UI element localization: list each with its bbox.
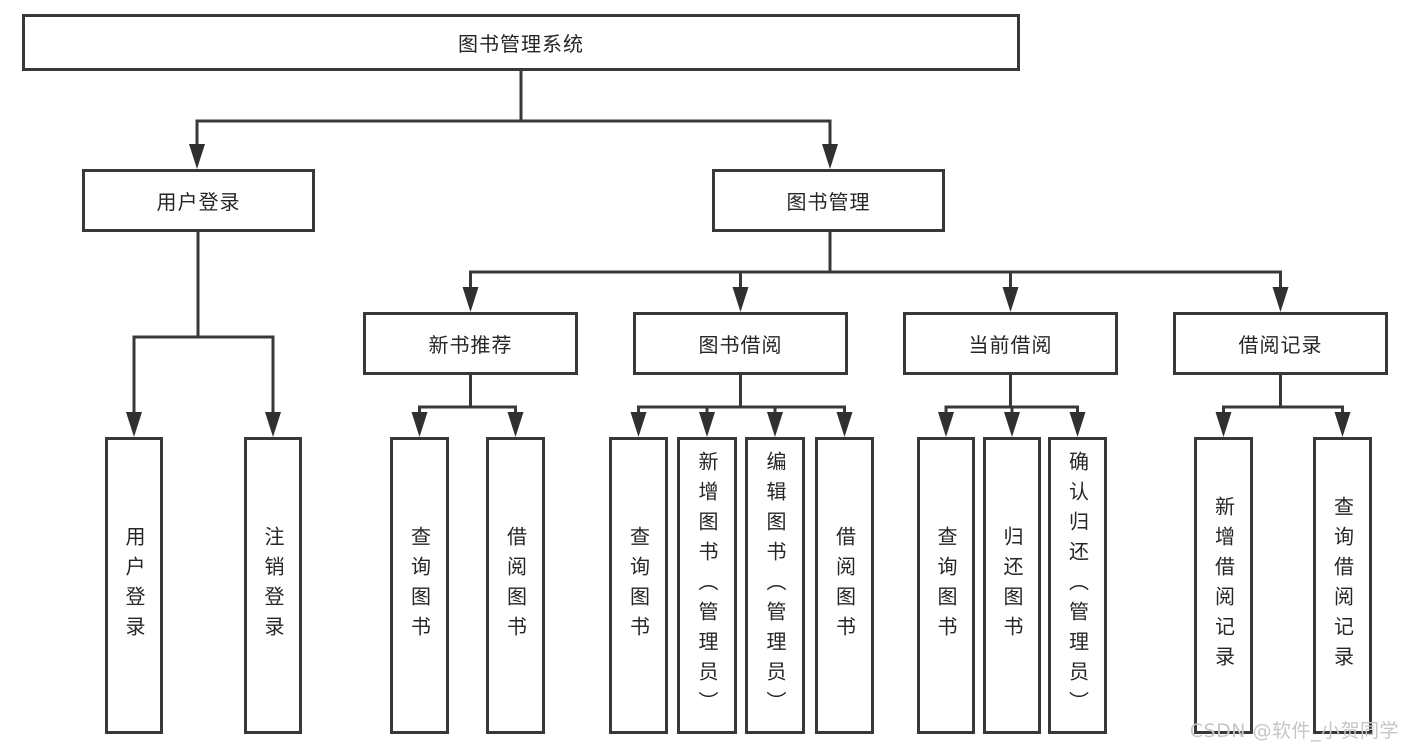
- arrow-icon: [699, 412, 715, 437]
- node-new-book-recommend: 新书推荐: [363, 312, 578, 375]
- connector-user-login: [132, 232, 275, 418]
- arrow-icon: [507, 412, 524, 437]
- arrow-icon: [1002, 287, 1019, 312]
- csdn-watermark: CSDN @软件_小贺同学: [1189, 720, 1399, 742]
- node-book-borrow-label: 图书借阅: [698, 333, 783, 357]
- node-book-management-label: 图书管理: [786, 190, 871, 214]
- leaf-nb-query-books: 查询图书: [390, 437, 449, 734]
- leaf-bb-borrow-books: 借阅图书: [815, 437, 874, 734]
- node-borrow-records: 借阅记录: [1173, 312, 1388, 375]
- leaf-br-query-record-label: 查询借阅记录: [1330, 495, 1355, 676]
- connector-book-management: [469, 232, 1282, 293]
- arrow-icon: [822, 144, 838, 169]
- leaf-br-query-record: 查询借阅记录: [1313, 437, 1372, 734]
- leaf-bb-borrow-books-label: 借阅图书: [832, 525, 857, 646]
- leaf-bb-edit-books-admin: 编辑图书（管理员）: [745, 437, 805, 734]
- node-new-book-recommend-label: 新书推荐: [428, 333, 513, 357]
- arrow-icon: [1004, 412, 1020, 437]
- leaf-bb-query-books: 查询图书: [609, 437, 668, 734]
- leaf-br-add-record: 新增借阅记录: [1194, 437, 1253, 734]
- leaf-bb-query-books-label: 查询图书: [626, 525, 651, 646]
- leaf-nb-borrow-books: 借阅图书: [486, 437, 545, 734]
- node-book-borrow: 图书借阅: [633, 312, 848, 375]
- leaf-logout-label: 注销登录: [261, 525, 285, 646]
- node-user-login: 用户登录: [82, 169, 315, 232]
- arrowheads: [126, 144, 1351, 437]
- arrow-icon: [1334, 412, 1351, 437]
- connector-book-borrow: [637, 375, 846, 418]
- leaf-user-login-label: 用户登录: [122, 525, 146, 646]
- node-current-borrow-label: 当前借阅: [968, 333, 1053, 357]
- arrow-icon: [630, 412, 647, 437]
- arrow-icon: [1272, 287, 1289, 312]
- arrow-icon: [462, 287, 479, 312]
- leaf-logout: 注销登录: [244, 437, 302, 734]
- arrow-icon: [836, 412, 853, 437]
- leaf-br-add-record-label: 新增借阅记录: [1211, 495, 1236, 676]
- leaf-cb-return-books: 归还图书: [983, 437, 1041, 734]
- leaf-bb-add-books-admin: 新增图书（管理员）: [677, 437, 737, 734]
- arrow-icon: [265, 412, 281, 437]
- node-root: 图书管理系统: [22, 14, 1020, 71]
- arrow-icon: [1215, 412, 1232, 437]
- leaf-cb-confirm-return-admin-label: 确认归还（管理员）: [1065, 450, 1090, 721]
- node-current-borrow: 当前借阅: [903, 312, 1118, 375]
- connector-new-book-recommend: [418, 375, 517, 418]
- leaf-bb-add-books-admin-label: 新增图书（管理员）: [695, 450, 719, 721]
- leaf-nb-query-books-label: 查询图书: [407, 525, 432, 646]
- leaf-cb-query-books-label: 查询图书: [934, 525, 958, 646]
- node-root-label: 图书管理系统: [458, 32, 584, 56]
- arrow-icon: [938, 412, 954, 437]
- arrow-icon: [189, 144, 205, 169]
- leaf-cb-query-books: 查询图书: [917, 437, 975, 734]
- leaf-user-login: 用户登录: [105, 437, 163, 734]
- arrow-icon: [732, 287, 749, 312]
- node-book-management: 图书管理: [712, 169, 945, 232]
- connector-root: [195, 71, 832, 150]
- leaf-nb-borrow-books-label: 借阅图书: [503, 525, 528, 646]
- leaf-bb-edit-books-admin-label: 编辑图书（管理员）: [763, 450, 787, 721]
- node-borrow-records-label: 借阅记录: [1238, 333, 1323, 357]
- connector-current-borrow: [944, 375, 1079, 418]
- connector-borrow-records: [1222, 375, 1344, 418]
- arrow-icon: [1069, 412, 1086, 437]
- arrow-icon: [767, 412, 783, 437]
- node-user-login-label: 用户登录: [156, 190, 241, 214]
- leaf-cb-return-books-label: 归还图书: [1000, 525, 1024, 646]
- arrow-icon: [411, 412, 428, 437]
- arrow-icon: [126, 412, 142, 437]
- leaf-cb-confirm-return-admin: 确认归还（管理员）: [1048, 437, 1107, 734]
